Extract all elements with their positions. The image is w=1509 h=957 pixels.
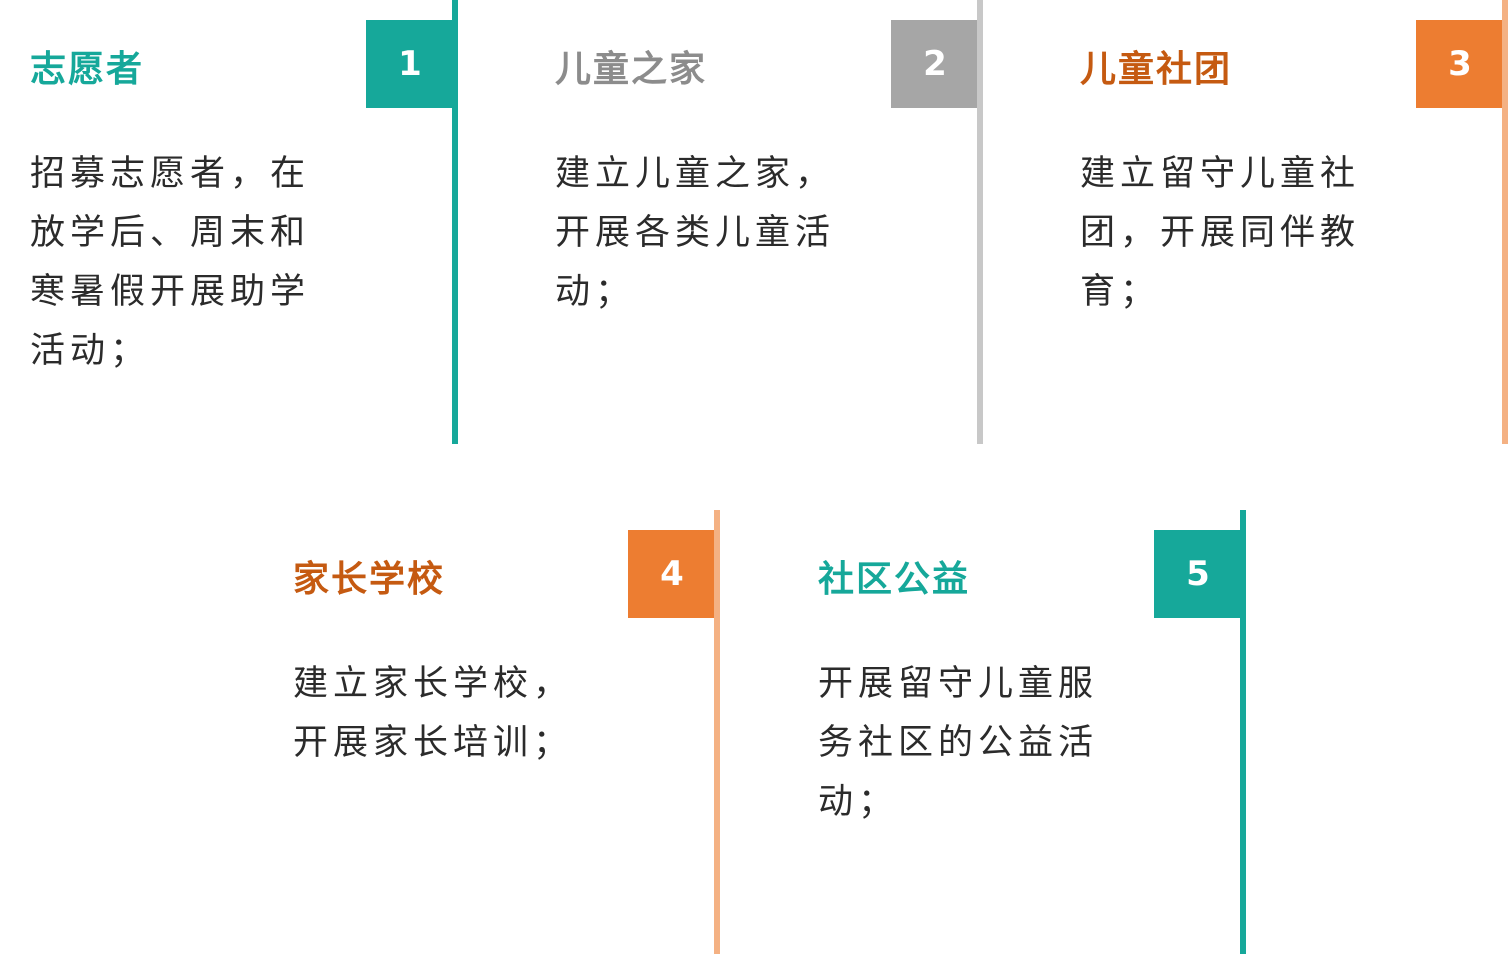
card-title: 社区公益 [818, 558, 971, 600]
card-title: 儿童之家 [555, 48, 708, 90]
card-title: 儿童社团 [1080, 48, 1233, 90]
number-badge: 2 [891, 20, 979, 108]
card-title: 志愿者 [30, 48, 145, 90]
card-description: 建立留守儿童社团，开展同伴教育； [1080, 154, 1361, 312]
card-children-club: 儿童社团 3 建立留守儿童社团，开展同伴教育； [1050, 0, 1509, 444]
card-description: 开展留守儿童服务社区的公益活动； [818, 664, 1099, 822]
divider-line [1240, 510, 1246, 954]
card-description: 招募志愿者，在放学后、周末和寒暑假开展助学活动； [30, 154, 311, 371]
card-children-home: 儿童之家 2 建立儿童之家，开展各类儿童活动； [525, 0, 985, 444]
card-title: 家长学校 [293, 558, 446, 600]
number-badge: 5 [1154, 530, 1242, 618]
card-description: 建立家长学校，开展家长培训； [293, 664, 574, 763]
number-badge: 4 [628, 530, 716, 618]
divider-line [977, 0, 983, 444]
card-community-welfare: 社区公益 5 开展留守儿童服务社区的公益活动； [788, 510, 1248, 954]
divider-line [1502, 0, 1508, 444]
number-badge: 1 [366, 20, 454, 108]
card-parent-school: 家长学校 4 建立家长学校，开展家长培训； [263, 510, 723, 954]
card-volunteers: 志愿者 1 招募志愿者，在放学后、周末和寒暑假开展助学活动； [0, 0, 460, 444]
divider-line [714, 510, 720, 954]
number-badge: 3 [1416, 20, 1504, 108]
divider-line [452, 0, 458, 444]
card-description: 建立儿童之家，开展各类儿童活动； [555, 154, 836, 312]
